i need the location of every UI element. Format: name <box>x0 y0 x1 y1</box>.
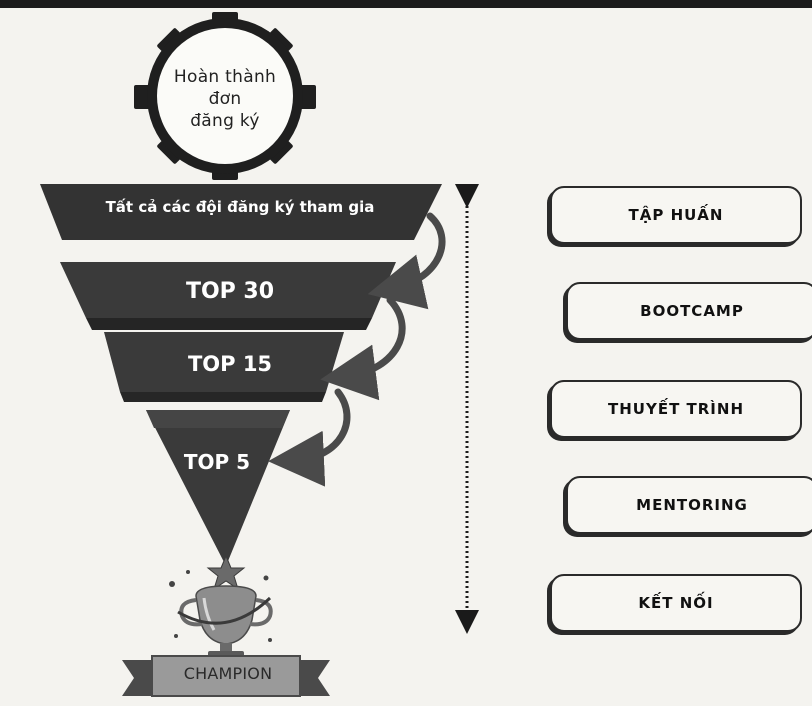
stage-label-top5: TOP 5 <box>183 450 251 474</box>
stage-label-top15: TOP 15 <box>187 352 273 376</box>
gear-icon <box>134 12 316 180</box>
gear-label: Hoàn thành đơn đăng ký <box>150 66 300 132</box>
stage-band-all <box>40 184 442 240</box>
activity-training: TẬP HUẤN <box>550 186 802 244</box>
stage-label-all: Tất cả các đội đăng ký tham gia <box>105 198 375 216</box>
arrow-to-top30 <box>367 212 446 310</box>
activity-bootcamp: BOOTCAMP <box>566 282 812 340</box>
gear-label-line3: đăng ký <box>190 111 260 131</box>
champion-label: CHAMPION <box>183 664 273 683</box>
stage-label-top30: TOP 30 <box>185 279 275 304</box>
activity-presentation: THUYẾT TRÌNH <box>550 380 802 438</box>
arrow-to-top5 <box>268 388 351 487</box>
stage-band-top30-shadow <box>86 318 372 330</box>
activity-networking: KẾT NỐI <box>550 574 802 632</box>
gear-label-line2: đơn <box>208 89 242 109</box>
activity-mentoring: MENTORING <box>566 476 812 534</box>
trophy-icon <box>169 554 273 659</box>
arrow-to-top15 <box>320 296 406 401</box>
stage-band-top15 <box>104 332 344 392</box>
stage-band-top5 <box>146 410 290 566</box>
stage-band-top30 <box>60 262 396 318</box>
champion-ribbon <box>122 655 330 697</box>
stage-band-top15-shadow <box>120 392 326 402</box>
gear-label-line1: Hoàn thành <box>173 67 277 87</box>
stage-band-top5-face <box>146 410 290 428</box>
